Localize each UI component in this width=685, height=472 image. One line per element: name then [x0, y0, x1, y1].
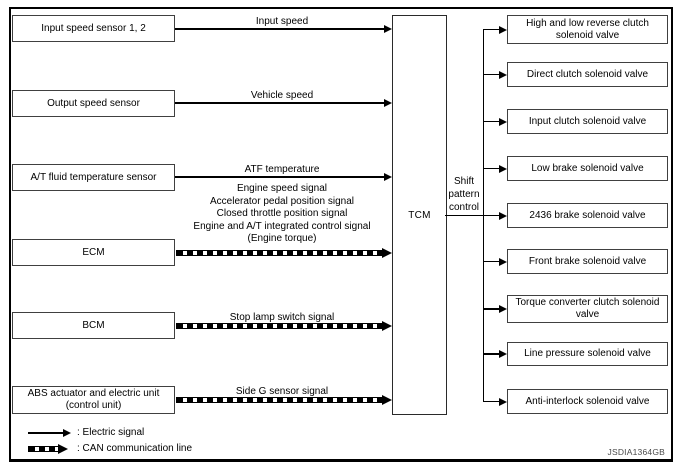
- electric-line-atf-temperature: [175, 176, 385, 178]
- arrowhead-icon: [499, 397, 507, 406]
- signal-label-ecm-can-signals: Engine speed signal Accelerator pedal po…: [193, 183, 371, 245]
- output-arrow-line: [483, 73, 500, 76]
- legend-electric-line: [28, 432, 64, 434]
- output-arrow-line: [483, 308, 500, 310]
- output-node-input-clutch: Input clutch solenoid valve: [507, 109, 668, 134]
- arrowhead-icon: [384, 173, 392, 181]
- input-node-abs-actuator: ABS actuator and electric unit (control …: [12, 386, 175, 414]
- output-node-direct-clutch: Direct clutch solenoid valve: [507, 62, 668, 87]
- diagram-border: [9, 7, 673, 462]
- can-line-bcm: [176, 323, 383, 329]
- input-node-bcm: BCM: [12, 312, 175, 339]
- legend-can-line: [28, 446, 60, 452]
- can-line-ecm: [176, 250, 383, 256]
- input-node-input-speed-sensor: Input speed sensor 1, 2: [12, 15, 175, 42]
- input-node-at-fluid-temp-sensor: A/T fluid temperature sensor: [12, 164, 175, 191]
- arrowhead-icon: [382, 247, 392, 258]
- can-line-abs: [176, 397, 383, 403]
- electric-line-input-speed: [175, 28, 385, 30]
- output-arrow-line: [483, 353, 500, 355]
- output-arrow-line: [483, 120, 500, 123]
- output-arrow-line: [483, 167, 500, 170]
- signal-label-input-speed: Input speed: [255, 16, 309, 27]
- arrowhead-icon: [499, 164, 507, 173]
- signal-label-atf-temperature: ATF temperature: [244, 164, 320, 175]
- legend-electric-label: : Electric signal: [77, 427, 145, 438]
- output-arrow-line: [483, 28, 500, 31]
- shift-pattern-control-label: Shift pattern control: [448, 176, 480, 213]
- arrowhead-icon: [499, 211, 507, 220]
- arrowhead-icon: [499, 117, 507, 126]
- tcm-output-connector: [445, 214, 483, 216]
- output-node-torque-converter-clutch: Torque converter clutch solenoid valve: [507, 295, 668, 323]
- signal-label-side-g-sensor: Side G sensor signal: [235, 386, 329, 397]
- arrowhead-icon: [499, 70, 507, 79]
- arrowhead-icon: [384, 25, 392, 33]
- tcm-node: TCM: [392, 15, 447, 415]
- electric-line-vehicle-speed: [175, 102, 385, 104]
- signal-label-stop-lamp-switch: Stop lamp switch signal: [229, 312, 335, 323]
- output-node-anti-interlock: Anti-interlock solenoid valve: [507, 389, 668, 414]
- output-node-low-brake: Low brake solenoid valve: [507, 156, 668, 181]
- output-arrow-line: [483, 214, 500, 217]
- input-node-ecm: ECM: [12, 239, 175, 266]
- arrowhead-icon: [382, 394, 392, 405]
- arrowhead-icon: [499, 305, 507, 313]
- arrowhead-icon: [382, 320, 392, 331]
- arrowhead-icon: [499, 350, 507, 358]
- output-node-2436-brake: 2436 brake solenoid valve: [507, 203, 668, 228]
- arrowhead-icon: [384, 99, 392, 107]
- arrowhead-icon: [58, 443, 68, 454]
- arrowhead-icon: [63, 429, 71, 437]
- arrowhead-icon: [499, 25, 507, 34]
- output-node-high-low-reverse-clutch: High and low reverse clutch solenoid val…: [507, 15, 668, 44]
- output-node-line-pressure: Line pressure solenoid valve: [507, 342, 668, 366]
- arrowhead-icon: [499, 257, 507, 266]
- input-node-output-speed-sensor: Output speed sensor: [12, 90, 175, 117]
- legend-can-label: : CAN communication line: [77, 443, 193, 454]
- signal-label-vehicle-speed: Vehicle speed: [250, 90, 314, 101]
- output-node-front-brake: Front brake solenoid valve: [507, 249, 668, 274]
- figure-code: JSDIA1364GB: [607, 447, 665, 457]
- output-arrow-line: [483, 260, 500, 263]
- output-arrow-line: [483, 400, 500, 403]
